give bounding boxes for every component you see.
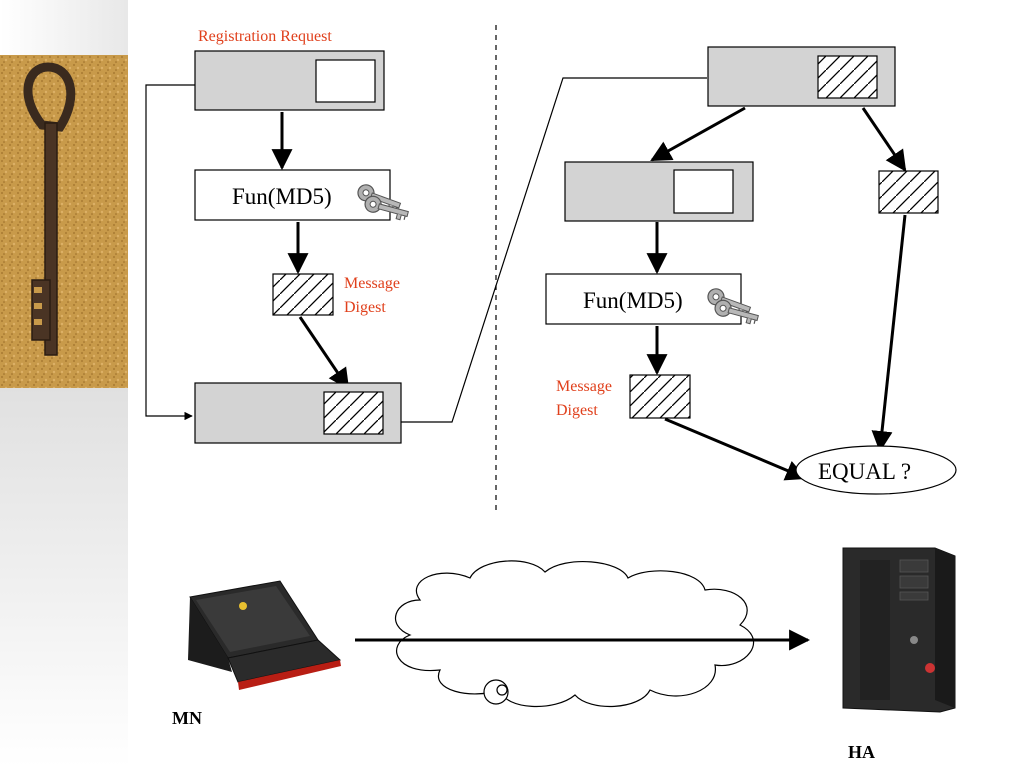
sidebar-header (0, 0, 128, 55)
fun-md5-box-left (194, 169, 391, 221)
registration-request-empty-slot (315, 59, 376, 103)
message-digest-label-right-1: Message (556, 378, 612, 395)
registration-request-label: Registration Request (198, 28, 332, 45)
message-digest-box-left (272, 273, 334, 316)
fun-md5-label-right: Fun(MD5) (583, 288, 683, 313)
equal-label: EQUAL ? (818, 459, 911, 484)
key-photo (0, 55, 128, 388)
message-digest-label-left-2: Digest (344, 299, 386, 316)
computer-tower-ha-icon (842, 547, 956, 713)
received-message-digest-slot (817, 55, 878, 99)
message-digest-box-right (629, 374, 691, 419)
ha-label: HA (848, 742, 875, 762)
laptop-mn-icon (188, 580, 342, 690)
message-digest-label-left-1: Message (344, 275, 400, 292)
message-digest-label-right-2: Digest (556, 402, 598, 419)
fun-md5-label-left: Fun(MD5) (232, 184, 332, 209)
combined-message-digest-slot (323, 391, 384, 435)
equal-check-ellipse (795, 445, 957, 495)
extracted-digest-box (878, 170, 939, 214)
extracted-request-empty-slot (673, 169, 734, 214)
network-cloud (395, 560, 754, 707)
mn-label: MN (172, 708, 202, 728)
